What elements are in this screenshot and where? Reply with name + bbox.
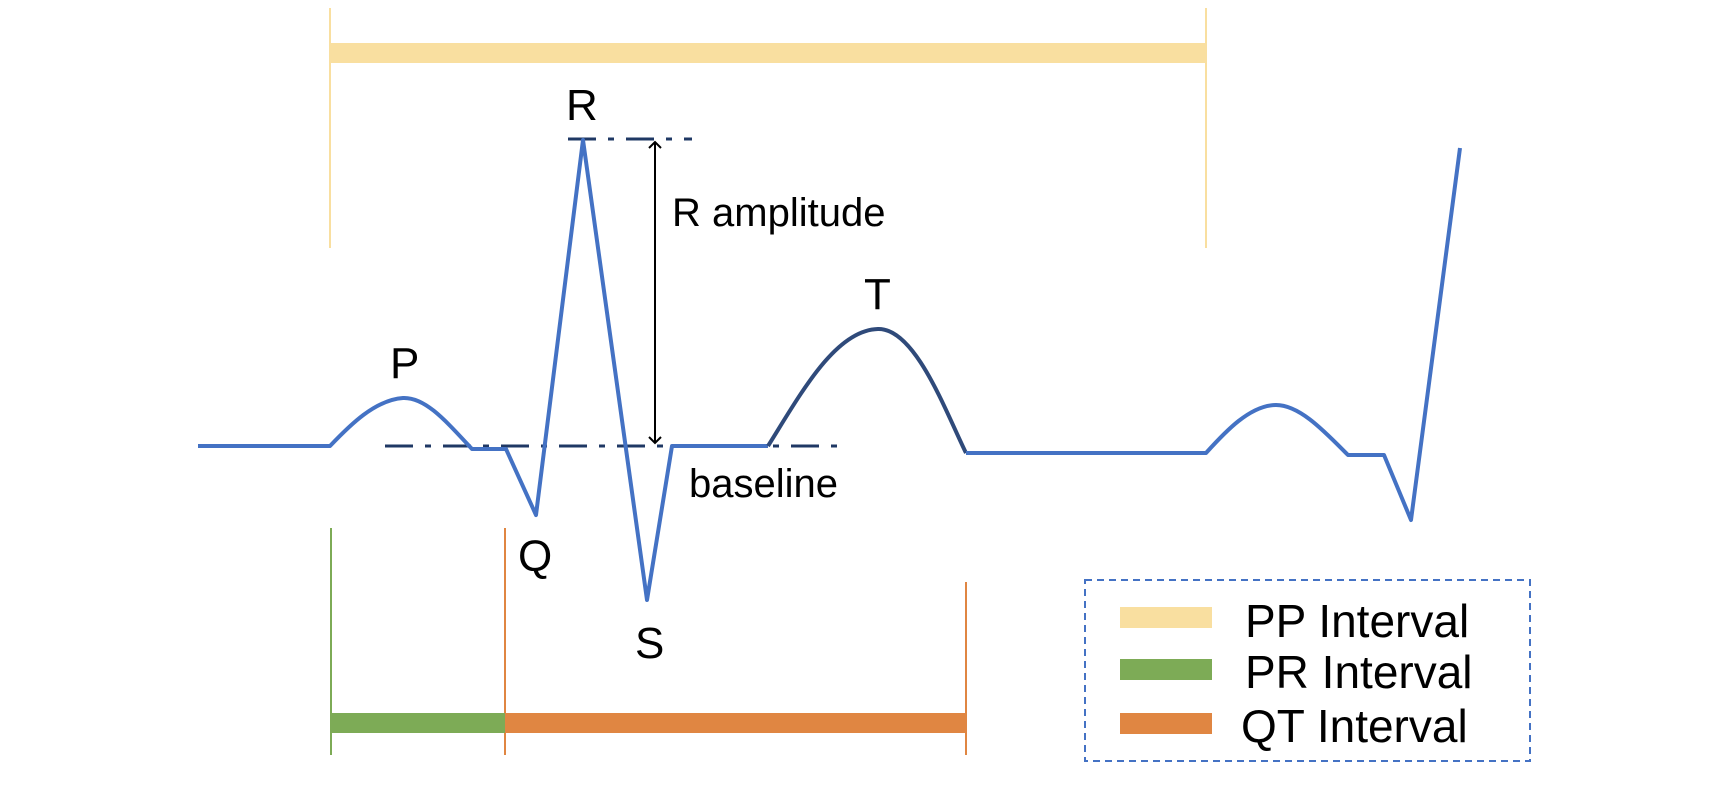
r-wave-label: R: [566, 81, 598, 130]
legend-label-pp: PP Interval: [1245, 595, 1469, 647]
qt-interval-bar: [505, 713, 966, 733]
legend-label-qt: QT Interval: [1241, 700, 1468, 752]
legend-border: [1084, 579, 1531, 762]
ecg-trace-next-beat: [966, 147, 1462, 522]
p-wave-label: P: [390, 339, 419, 388]
pr-interval-bar: [331, 713, 505, 733]
legend-swatch-pr: [1120, 659, 1212, 680]
legend-swatch-qt: [1120, 713, 1212, 734]
t-wave-label: T: [864, 270, 891, 319]
legend-label-pr: PR Interval: [1245, 646, 1473, 698]
legend: PP Interval PR Interval QT Interval: [1084, 579, 1531, 762]
ecg-trace: [198, 138, 768, 602]
s-wave-label: S: [635, 619, 664, 668]
q-wave-label: Q: [518, 532, 552, 581]
r-amplitude-label: R amplitude: [672, 191, 885, 235]
t-wave-trace: [766, 326, 968, 454]
legend-swatch-pp: [1120, 607, 1212, 628]
baseline-label: baseline: [689, 462, 838, 506]
pp-interval-bar: [330, 43, 1206, 63]
